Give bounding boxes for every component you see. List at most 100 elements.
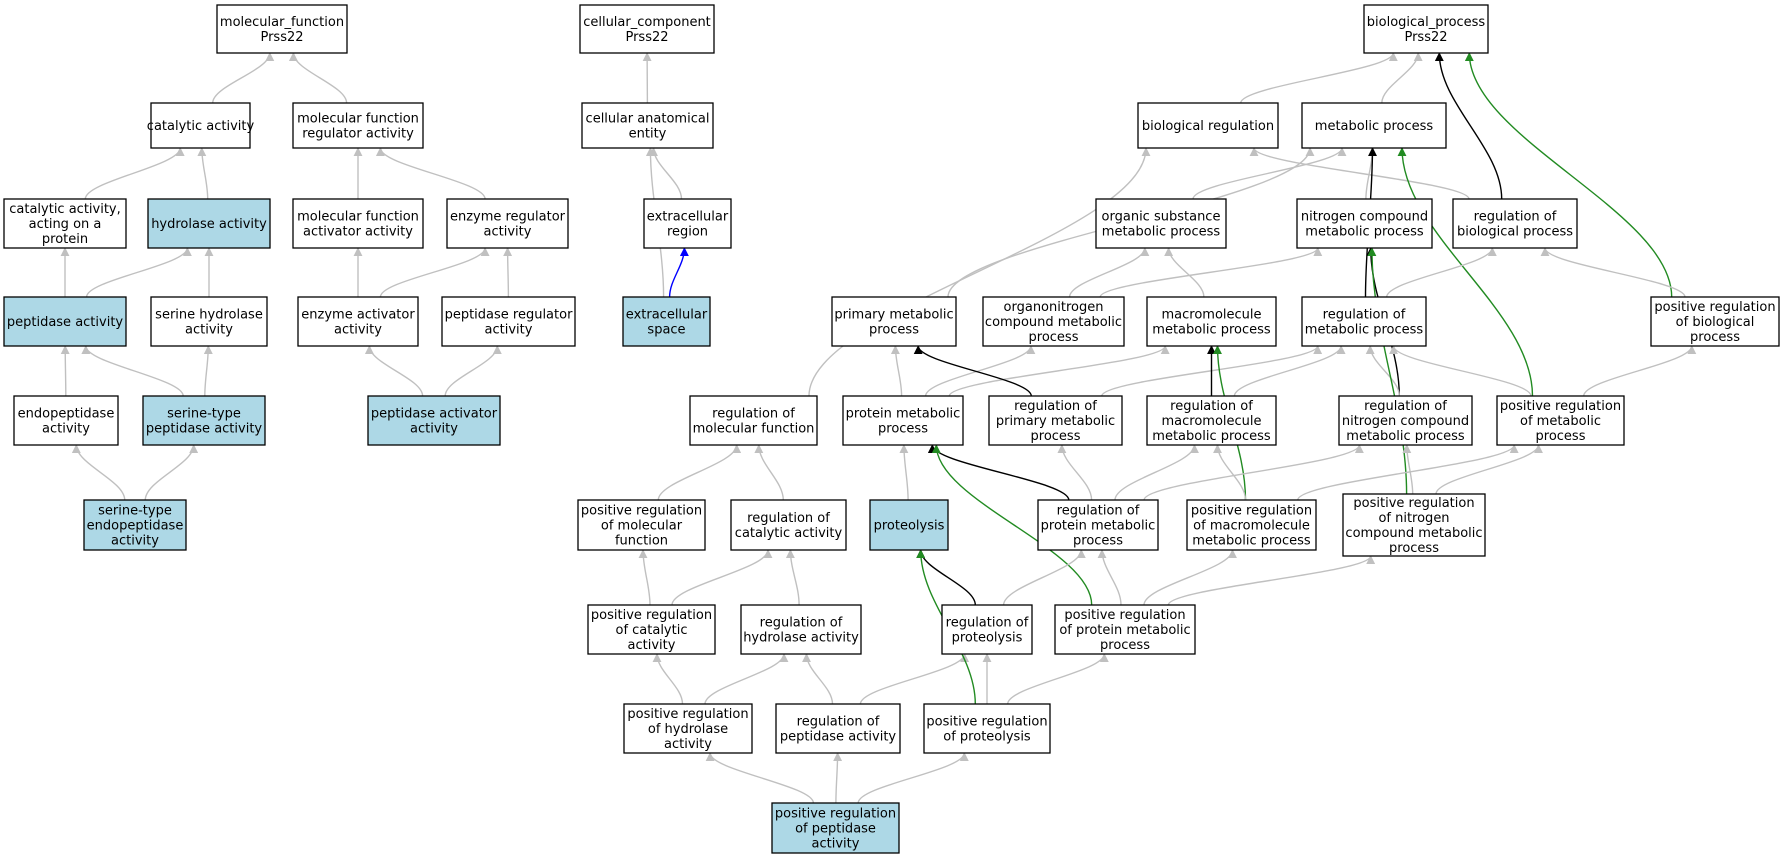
term-node-bioreg: biological regulation bbox=[1137, 102, 1279, 149]
edge-regmetab-to-regbio bbox=[1386, 247, 1497, 298]
term-label-line: protein metabolic bbox=[846, 407, 961, 422]
edge-regprotmetab-to-regmacro bbox=[1114, 444, 1199, 501]
edge-protmetab-to-orgnitro bbox=[924, 345, 1036, 397]
term-label-line: peptidase activator bbox=[371, 407, 498, 422]
term-label-line: Prss22 bbox=[625, 30, 668, 45]
term-label-line: activity bbox=[485, 323, 533, 338]
term-box bbox=[3, 296, 127, 347]
term-label-line: regulator activity bbox=[302, 127, 414, 142]
term-label-line: extracellular bbox=[626, 308, 708, 323]
term-label-line: macromolecule bbox=[1161, 414, 1261, 429]
edge-posregmf-to-regmf bbox=[657, 444, 742, 501]
term-box bbox=[1650, 296, 1780, 347]
term-label-line: positive regulation bbox=[1654, 300, 1775, 315]
term-label-line: metabolic process bbox=[1346, 429, 1465, 444]
edge-posregpep-to-regpep bbox=[833, 752, 843, 804]
term-label-line: protein bbox=[42, 232, 88, 247]
term-label-line: endopeptidase bbox=[18, 407, 115, 422]
term-label-line: biological regulation bbox=[1142, 119, 1274, 134]
term-label-line: activity bbox=[334, 323, 382, 338]
term-box bbox=[292, 198, 424, 249]
term-label-line: macromolecule bbox=[1161, 308, 1261, 323]
term-label-line: primary metabolic bbox=[996, 414, 1115, 429]
term-label-line: hydrolase activity bbox=[151, 217, 267, 232]
term-box bbox=[1342, 493, 1486, 557]
edge-serendo-to-serpep bbox=[144, 444, 199, 501]
term-box bbox=[1095, 198, 1227, 249]
term-label-line: metabolic process bbox=[1152, 323, 1271, 338]
edge-protmetab-to-macro bbox=[948, 345, 1170, 397]
term-label-line: metabolic process bbox=[1315, 119, 1434, 134]
term-label-line: activity bbox=[42, 422, 90, 437]
term-label-line: serine-type bbox=[167, 407, 241, 422]
term-label-line: organic substance bbox=[1102, 210, 1221, 225]
term-label-line: regulation of bbox=[1323, 308, 1406, 323]
edge-endopep-to-peptidase bbox=[60, 345, 70, 397]
term-box bbox=[1137, 102, 1279, 149]
term-label-line: serine-type bbox=[98, 504, 172, 519]
term-label-line: serine hydrolase bbox=[155, 308, 263, 323]
edge-enzact-to-enzreg bbox=[379, 247, 490, 298]
term-label-line: regulation of bbox=[797, 715, 880, 730]
term-label-line: endopeptidase bbox=[87, 519, 184, 534]
edge-mfreg-to-mf bbox=[288, 52, 348, 104]
term-label-line: positive regulation bbox=[581, 504, 702, 519]
edge-orgnitro-to-nitro bbox=[1099, 247, 1323, 298]
edge-posregpep-to-posregproteo bbox=[857, 752, 969, 804]
edge-enzreg-to-mfreg bbox=[375, 147, 486, 200]
term-box bbox=[1054, 604, 1196, 655]
term-label-line: peptidase regulator bbox=[445, 308, 574, 323]
edge-regproteo-to-proteolysis bbox=[916, 549, 976, 606]
edge-posregcat-to-posregmf bbox=[638, 549, 651, 606]
term-label-line: metabolic process bbox=[1152, 429, 1271, 444]
term-box bbox=[622, 296, 711, 347]
term-box bbox=[643, 198, 732, 249]
term-box bbox=[941, 604, 1033, 655]
term-label-line: positive regulation bbox=[1191, 504, 1312, 519]
term-label-line: regulation of bbox=[712, 407, 795, 422]
term-box bbox=[587, 604, 716, 655]
edge-posregnitro-to-posregmetab bbox=[1435, 444, 1543, 495]
term-label-line: process bbox=[1029, 330, 1079, 345]
edge-orgsub-to-metab bbox=[1192, 147, 1347, 200]
term-label-line: regulation of bbox=[1364, 399, 1447, 414]
term-label-line: process bbox=[1389, 541, 1439, 556]
term-label-line: regulation of bbox=[760, 616, 843, 631]
term-label-line: regulation of bbox=[747, 511, 830, 526]
edge-posregmetab-to-posregbio bbox=[1583, 345, 1697, 397]
term-label-line: positive regulation bbox=[1064, 608, 1185, 623]
term-label-line: of metabolic bbox=[1520, 414, 1601, 429]
term-label-line: of proteolysis bbox=[943, 730, 1031, 745]
edge-macro-to-orgsub bbox=[1164, 247, 1205, 298]
term-label-line: space bbox=[647, 323, 685, 338]
term-label-line: acting on a bbox=[29, 217, 102, 232]
term-label-line: organonitrogen bbox=[1004, 300, 1104, 315]
edge-cat_prot-to-catalytic bbox=[84, 147, 185, 200]
edge-proteolysis-to-protmetab bbox=[899, 444, 909, 501]
term-label-line: peptidase activity bbox=[780, 730, 897, 745]
term-box bbox=[730, 499, 847, 551]
term-label-line: of nitrogen bbox=[1378, 511, 1449, 526]
edge-protmetab-to-primary bbox=[890, 345, 903, 397]
term-box bbox=[740, 604, 862, 655]
